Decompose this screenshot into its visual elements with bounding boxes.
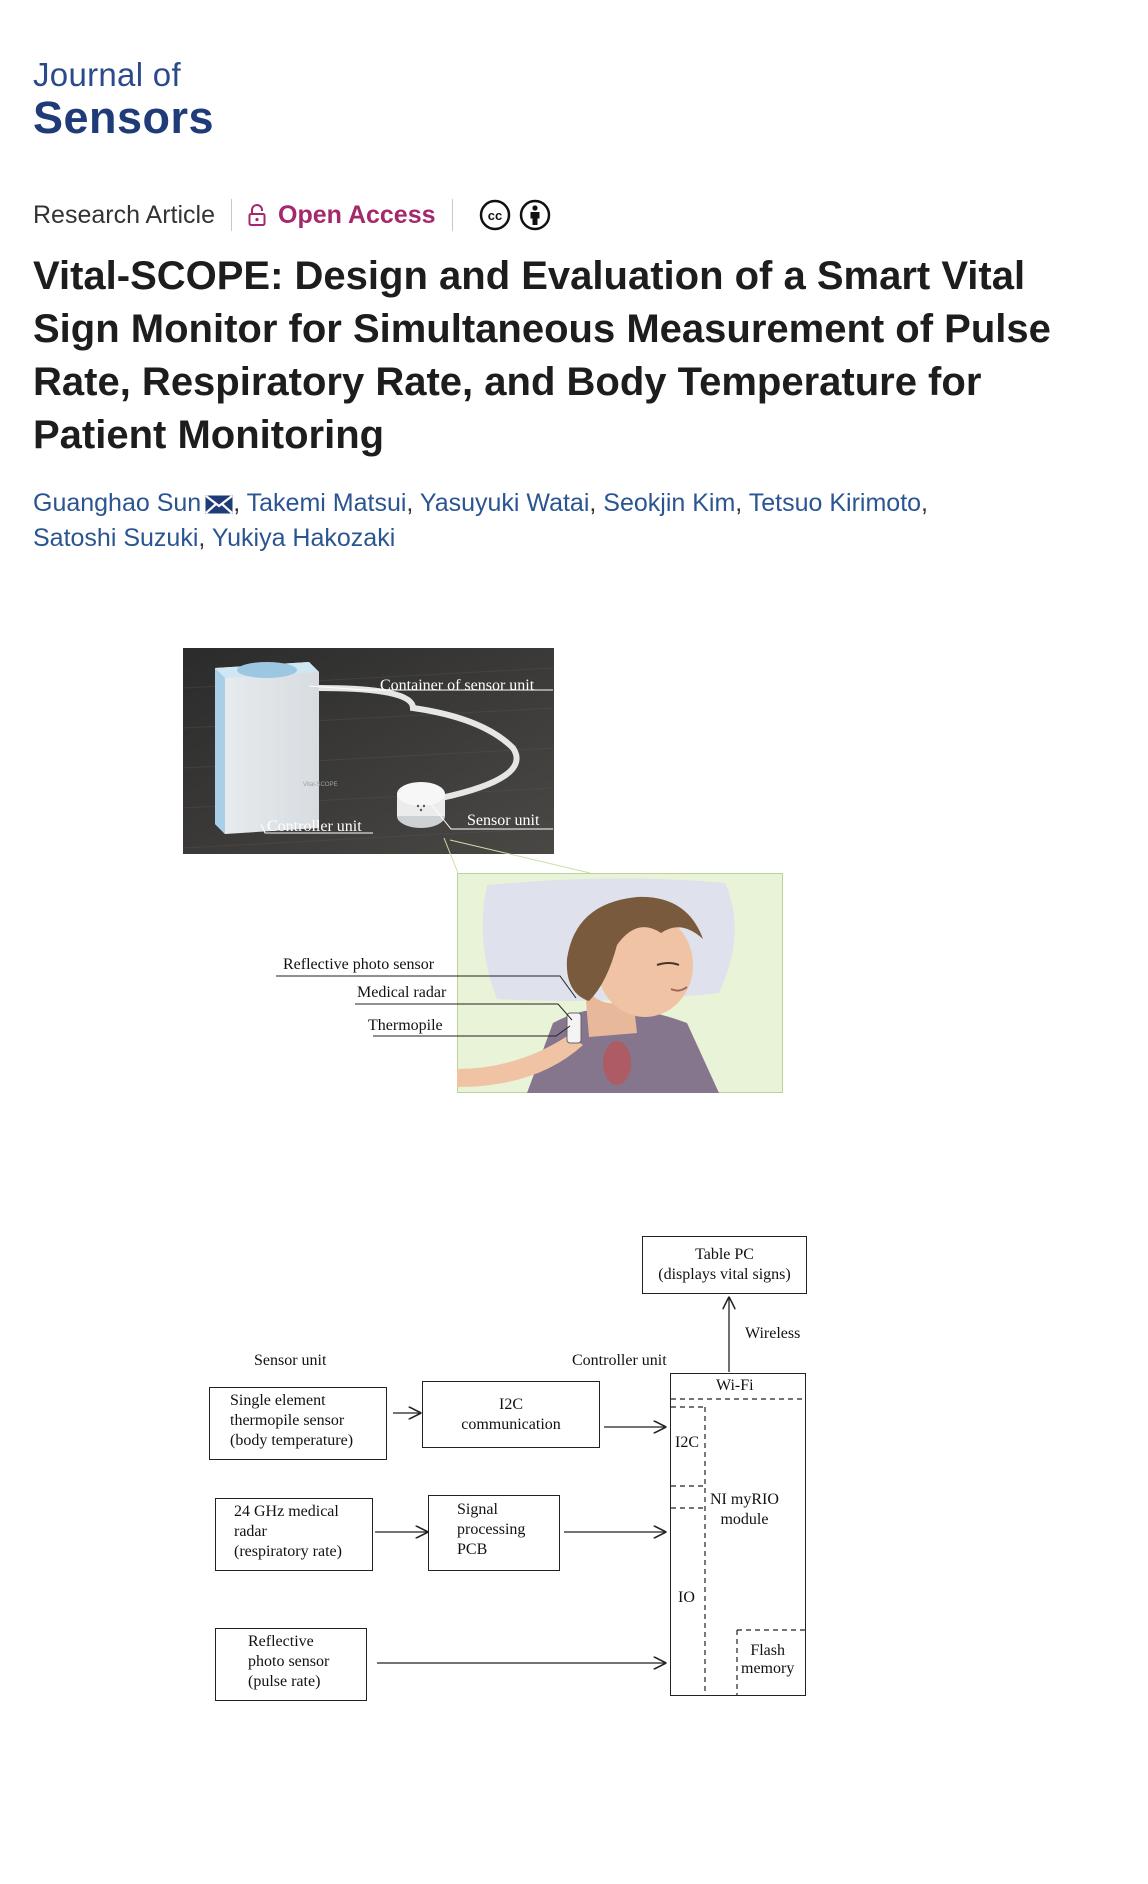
journal-name-line2[interactable]: Sensors bbox=[33, 92, 215, 143]
photo-sensor-label: Reflective photo sensor bbox=[283, 956, 435, 973]
sensor-unit-label: Sensor unit bbox=[467, 812, 540, 829]
photo-sensor-box: Reflective photo sensor (pulse rate) bbox=[215, 1628, 367, 1701]
author-separator: , bbox=[406, 489, 420, 517]
author-separator: , bbox=[921, 489, 928, 517]
callout-lines bbox=[276, 975, 577, 1037]
divider bbox=[451, 199, 453, 231]
author-separator: , bbox=[198, 524, 212, 552]
thermopile-label: Thermopile bbox=[368, 1017, 443, 1034]
radar-label: Medical radar bbox=[357, 984, 447, 1001]
patient-drawing bbox=[457, 873, 783, 1093]
journal-name-line1[interactable]: Journal of bbox=[33, 56, 181, 93]
author-separator: , bbox=[233, 489, 247, 517]
creative-commons-icon: cc bbox=[479, 199, 510, 231]
wifi-label: Wi-Fi bbox=[716, 1377, 754, 1394]
patient-illustration bbox=[457, 873, 783, 1093]
author-list: Guanghao Sun, Takemi Matsui, Yasuyuki Wa… bbox=[33, 486, 1033, 556]
divider bbox=[231, 199, 233, 231]
device-photo: Vital-SCOPE Container of sensor unit Con… bbox=[183, 648, 554, 854]
author-link[interactable]: Yukiya Hakozaki bbox=[211, 524, 396, 552]
attribution-person-icon bbox=[519, 199, 550, 231]
wireless-label: Wireless bbox=[745, 1325, 801, 1342]
ni-myrio-module-box bbox=[670, 1373, 806, 1696]
author-link[interactable]: Guanghao Sun bbox=[33, 489, 202, 517]
myrio-label: NI myRIO module bbox=[710, 1491, 779, 1528]
radar-box: 24 GHz medical radar (respiratory rate) bbox=[215, 1498, 373, 1571]
figure-1: Vital-SCOPE Container of sensor unit Con… bbox=[180, 648, 800, 1098]
tablet-pc-box: Table PC (displays vital signs) bbox=[642, 1236, 807, 1294]
sensor-unit-heading: Sensor unit bbox=[254, 1352, 327, 1369]
mail-icon[interactable] bbox=[205, 495, 233, 514]
article-meta-row: Research Article Open Access cc bbox=[33, 198, 551, 232]
author-link[interactable]: Tetsuo Kirimoto bbox=[748, 489, 922, 517]
i2c-communication-box: I2C communication bbox=[422, 1381, 600, 1448]
author-separator: , bbox=[735, 489, 749, 517]
i2c-label: I2C bbox=[675, 1434, 699, 1451]
article-title: Vital-SCOPE: Design and Evaluation of a … bbox=[33, 254, 1051, 457]
author-separator: , bbox=[589, 489, 604, 517]
author-link[interactable]: Yasuyuki Watai bbox=[419, 489, 590, 517]
controller-unit-heading: Controller unit bbox=[572, 1352, 667, 1369]
io-label: IO bbox=[678, 1589, 695, 1606]
author-link[interactable]: Seokjin Kim bbox=[603, 489, 736, 517]
device-photo-drawing: Vital-SCOPE bbox=[183, 648, 554, 854]
open-access-badge[interactable]: Open Access bbox=[248, 200, 436, 230]
license-icons[interactable]: cc bbox=[479, 199, 551, 231]
controller-unit-label: Controller unit bbox=[267, 818, 362, 835]
author-link[interactable]: Takemi Matsui bbox=[246, 489, 407, 517]
lock-open-icon bbox=[248, 204, 266, 226]
article-type: Research Article bbox=[33, 200, 216, 229]
open-access-label: Open Access bbox=[278, 200, 436, 229]
signal-processing-pcb-box: Signal processing PCB bbox=[428, 1495, 560, 1571]
flash-memory-label: Flash memory bbox=[741, 1642, 795, 1677]
svg-text:cc: cc bbox=[487, 208, 501, 223]
thermopile-sensor-box: Single element thermopile sensor (body t… bbox=[209, 1387, 387, 1460]
container-label: Container of sensor unit bbox=[380, 677, 535, 694]
figure-1-connectors bbox=[443, 837, 591, 874]
device-brand-text: Vital-SCOPE bbox=[303, 782, 338, 788]
author-link[interactable]: Satoshi Suzuki bbox=[33, 524, 199, 552]
